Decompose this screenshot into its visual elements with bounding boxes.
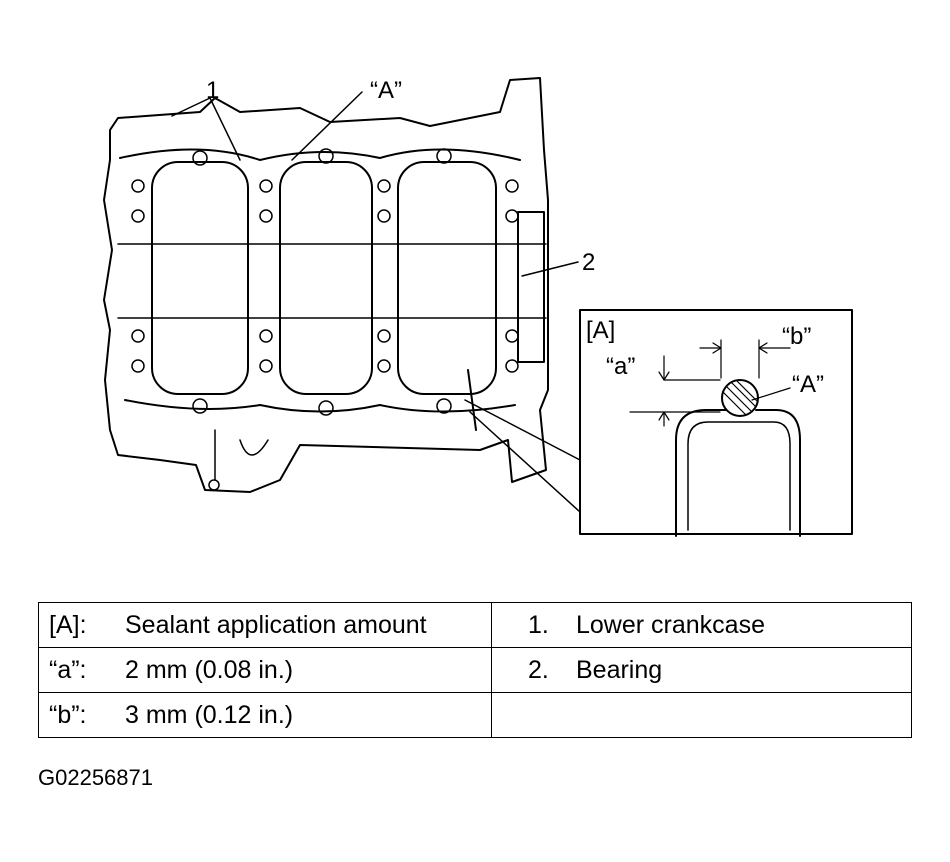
legend-part: Bearing [576, 655, 663, 684]
zoom-wedge [464, 399, 581, 513]
legend-text: 2 mm (0.08 in.) [125, 655, 294, 684]
journal-opening-1 [151, 161, 249, 395]
leader-2 [521, 261, 579, 277]
legend-number: 2. [528, 655, 549, 684]
legend-text: Sealant application amount [125, 610, 427, 639]
detail-box [579, 309, 853, 535]
legend-cell: [A]: Sealant application amount [38, 602, 492, 648]
leader-1 [171, 97, 241, 161]
table-row: “b”: 3 mm (0.12 in.) [38, 692, 912, 738]
leader-A [291, 91, 363, 161]
detail-sealant-A-label: “A” [792, 371, 824, 398]
detail-box-label: [A] [586, 317, 615, 344]
legend-cell: 2. Bearing [491, 647, 912, 693]
bearing-strip [517, 211, 545, 363]
dim-b-lines [699, 339, 791, 379]
legend-cell [491, 692, 912, 738]
crankcase-outline [103, 77, 549, 493]
legend-part: Lower crankcase [576, 610, 765, 639]
dim-b-label: “b” [782, 323, 811, 350]
legend-table: [A]: Sealant application amount 1. Lower c… [38, 602, 912, 738]
legend-text: 3 mm (0.12 in.) [125, 700, 294, 729]
legend-cell: “a”: 2 mm (0.08 in.) [38, 647, 492, 693]
callout-2: 2 [582, 249, 595, 276]
callout-1: 1 [206, 77, 219, 104]
legend-key: [A]: [49, 610, 87, 639]
table-row: “a”: 2 mm (0.08 in.) 2. Bearing [38, 647, 912, 693]
legend-key: “a”: [49, 655, 87, 684]
legend-cell: “b”: 3 mm (0.12 in.) [38, 692, 492, 738]
dim-a-lines [629, 355, 721, 427]
legend-key: “b”: [49, 700, 87, 729]
leader-detail-A [751, 387, 791, 401]
sealant-bead [721, 379, 759, 417]
journal-opening-3 [397, 161, 497, 395]
legend-number: 1. [528, 610, 549, 639]
figure-code: G02256871 [38, 765, 153, 790]
dim-a-label: “a” [606, 353, 635, 380]
section-wall [675, 409, 801, 537]
table-row: [A]: Sealant application amount 1. Lower c… [38, 602, 912, 648]
crankcase-diagram: 1 “A” 2 [A] “a” “b” “A” [103, 77, 853, 537]
callout-sealant-A: “A” [370, 77, 402, 104]
journal-opening-2 [279, 161, 373, 395]
legend-cell: 1. Lower crankcase [491, 602, 912, 648]
